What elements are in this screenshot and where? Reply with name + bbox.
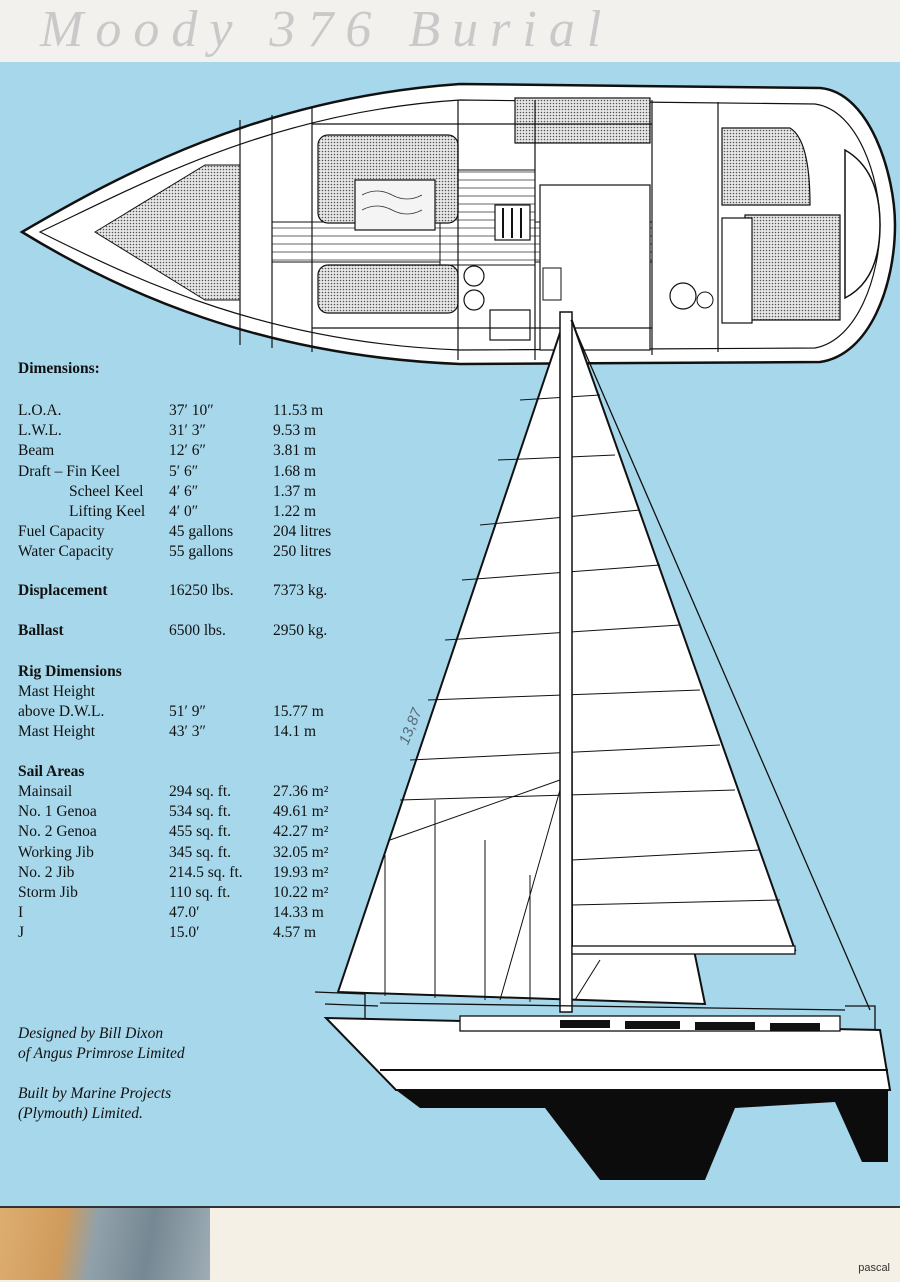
sail-row-metric: 27.36 m² <box>273 783 329 800</box>
deck-plan-drawing <box>19 82 897 366</box>
designer-line-1: Designed by Bill Dixon <box>18 1025 164 1042</box>
sail-row-label: No. 1 Genoa <box>18 803 97 821</box>
dimension-row-imperial: 37′ 10″ <box>169 402 214 419</box>
dimension-row-imperial: 4′ 6″ <box>169 482 199 500</box>
dimension-row: Draft – Fin Keel 5′ 6″ 1.68 m <box>18 463 348 483</box>
dimension-row-label: Beam <box>18 442 55 460</box>
sail-row-imperial: 110 sq. ft. <box>169 884 231 901</box>
rig-heading: Rig Dimensions <box>18 663 122 680</box>
dimension-row-label: Lifting Keel <box>69 503 146 520</box>
sail-row-label: No. 2 Jib <box>18 863 75 881</box>
dimension-row-metric: 204 litres <box>273 523 332 541</box>
builder-line-2: (Plymouth) Limited. <box>18 1105 143 1122</box>
dimensions-heading: Dimensions: <box>18 360 100 377</box>
dimension-row-label: L.W.L. <box>18 422 62 440</box>
rig-row: above D.W.L. 51′ 9″ 15.77 m <box>18 703 348 723</box>
sail-row: Working Jib 345 sq. ft. 32.05 m² <box>18 844 348 864</box>
sail-row-imperial: 47.0′ <box>169 904 200 922</box>
sail-row-imperial: 294 sq. ft. <box>169 783 231 800</box>
dimension-row-imperial: 45 gallons <box>169 523 234 541</box>
dimension-row: Lifting Keel 4′ 0″ 1.22 m <box>18 503 348 523</box>
sail-row-metric: 4.57 m <box>273 924 317 942</box>
sail-row-metric: 10.22 m² <box>273 884 329 901</box>
rig-row-imperial: 51′ 9″ <box>169 703 206 720</box>
sail-row: Mainsail 294 sq. ft. 27.36 m² <box>18 783 348 803</box>
builder-line-1: Built by Marine Projects <box>18 1085 172 1102</box>
dimension-row-label: Water Capacity <box>18 543 114 561</box>
sail-row-metric: 49.61 m² <box>273 803 329 821</box>
handwritten-note: Moody 376 Burial <box>40 1 614 58</box>
rig-row-label: above D.W.L. <box>18 703 105 720</box>
dimension-row: Water Capacity 55 gallons 250 litres <box>18 543 348 563</box>
footer-mark: pascal <box>858 1262 890 1274</box>
dimension-row-metric: 9.53 m <box>273 422 317 440</box>
sail-row: Storm Jib 110 sq. ft. 10.22 m² <box>18 884 348 904</box>
dimension-row-imperial: 55 gallons <box>169 543 234 561</box>
dimension-row: Fuel Capacity 45 gallons 204 litres <box>18 523 348 543</box>
displacement-row: Displacement 16250 lbs. 7373 kg. <box>18 582 328 599</box>
sail-row-imperial: 15.0′ <box>169 924 200 942</box>
sail-row-label: Mainsail <box>18 783 73 800</box>
sail-row-label: No. 2 Genoa <box>18 823 97 841</box>
sail-row-metric: 32.05 m² <box>273 843 329 861</box>
sail-row-metric: 14.33 m <box>273 904 324 922</box>
rig-row-metric: 14.1 m <box>273 723 317 740</box>
rig-row-imperial: 43′ 3″ <box>169 723 206 740</box>
dimension-row-metric: 11.53 m <box>273 402 324 419</box>
sail-row-metric: 19.93 m² <box>273 863 329 881</box>
dimension-row-label: Scheel Keel <box>69 482 144 500</box>
sail-plan-drawing <box>314 311 892 1180</box>
sail-row-label: Storm Jib <box>18 884 78 901</box>
dimension-row-metric: 1.37 m <box>273 482 317 500</box>
dimension-row-label: Fuel Capacity <box>18 523 105 541</box>
dimension-row-label: Draft – Fin Keel <box>18 462 121 480</box>
dimension-row-label: L.O.A. <box>18 402 62 419</box>
rig-row-metric: 15.77 m <box>273 703 324 720</box>
dimension-row-imperial: 5′ 6″ <box>169 462 199 480</box>
sail-row: No. 1 Genoa 534 sq. ft. 49.61 m² <box>18 803 348 823</box>
header-strip: Moody 376 Burial <box>0 0 900 64</box>
dimension-row-metric: 1.68 m <box>273 462 317 480</box>
dimension-row-metric: 250 litres <box>273 543 332 561</box>
sail-row: J 15.0′ 4.57 m <box>18 924 348 944</box>
footer-photo <box>0 1208 210 1280</box>
sail-row-imperial: 345 sq. ft. <box>169 843 231 861</box>
sail-row-imperial: 455 sq. ft. <box>169 823 231 841</box>
rig-row: Mast Height 43′ 3″ 14.1 m <box>18 723 348 743</box>
dimension-row-imperial: 31′ 3″ <box>169 422 206 440</box>
dimension-row-metric: 1.22 m <box>273 503 317 520</box>
sail-row-label: Working Jib <box>18 843 94 861</box>
sail-row-label: J <box>18 924 25 942</box>
dimension-row-imperial: 12′ 6″ <box>169 442 206 460</box>
dimension-row-metric: 3.81 m <box>273 442 317 460</box>
sail-row-imperial: 534 sq. ft. <box>169 803 231 821</box>
designer-line-2: of Angus Primrose Limited <box>18 1045 185 1062</box>
sail-row-metric: 42.27 m² <box>273 823 329 841</box>
dimension-row-imperial: 4′ 0″ <box>169 503 199 520</box>
sail-row: No. 2 Genoa 455 sq. ft. 42.27 m² <box>18 823 348 843</box>
dimension-row: L.O.A. 37′ 10″ 11.53 m <box>18 402 348 422</box>
sail-row-label: I <box>18 904 24 922</box>
sail-row: No. 2 Jib 214.5 sq. ft. 19.93 m² <box>18 864 348 884</box>
sail-areas-heading: Sail Areas <box>18 763 85 780</box>
credits: Designed by Bill Dixon of Angus Primrose… <box>18 1024 185 1124</box>
dimension-row: Beam 12′ 6″ 3.81 m <box>18 442 348 462</box>
dimension-row: L.W.L. 31′ 3″ 9.53 m <box>18 422 348 442</box>
sail-row: I 47.0′ 14.33 m <box>18 904 348 924</box>
dimension-row: Scheel Keel 4′ 6″ 1.37 m <box>18 483 348 503</box>
rig-row-label: Mast Height <box>18 723 96 740</box>
sail-row-imperial: 214.5 sq. ft. <box>169 863 243 881</box>
rig-line: Mast Height <box>18 683 96 700</box>
ballast-row: Ballast 6500 lbs. 2950 kg. <box>18 622 328 639</box>
